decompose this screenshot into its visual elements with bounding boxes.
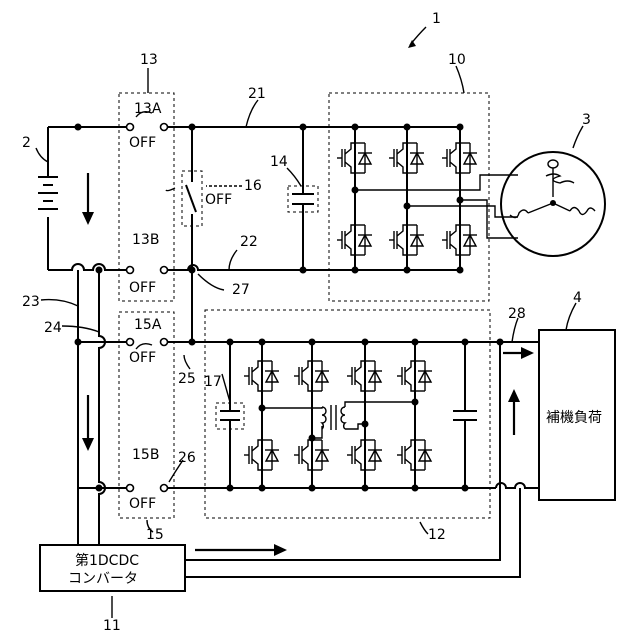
label-line27: 27 <box>232 282 250 298</box>
dcdc2-bridges <box>244 342 432 488</box>
label-cap17: 17 <box>204 374 222 390</box>
dcdc1-label-line2: コンバータ <box>68 571 138 587</box>
label-line25: 25 <box>178 371 196 387</box>
label-relay13: 13 <box>140 52 158 68</box>
label-system: 1 <box>432 11 441 27</box>
dcdc1-label-line1: 第1DCDC <box>75 552 139 569</box>
label-line26: 26 <box>178 450 196 466</box>
label-aux-load-ref: 4 <box>573 290 582 306</box>
relay-15b <box>127 485 168 492</box>
junction-dots <box>75 124 504 492</box>
label-line22: 22 <box>240 234 258 250</box>
switch-15b-state: OFF <box>129 496 156 512</box>
label-relay16: 16 <box>244 178 262 194</box>
switch-15a-name: 15A <box>134 317 162 333</box>
switch-15b-name: 15B <box>132 447 159 463</box>
switch-13a-state: OFF <box>129 135 156 151</box>
label-dcdc2: 12 <box>428 527 446 543</box>
label-battery: 2 <box>22 135 31 151</box>
switch-13b-state: OFF <box>129 280 156 296</box>
label-inverter: 10 <box>448 52 466 68</box>
label-cap14: 14 <box>270 154 288 170</box>
switch-13a-name: 13A <box>134 101 162 117</box>
relay-15a <box>127 339 168 346</box>
aux-load-label: 補機負荷 <box>546 410 602 426</box>
label-relay15: 15 <box>146 527 164 543</box>
switch-13b-name: 13B <box>132 232 159 248</box>
label-line21: 21 <box>248 86 266 102</box>
label-line28: 28 <box>508 306 526 322</box>
switch-16-state: OFF <box>205 192 232 208</box>
motor <box>501 152 605 256</box>
label-motor: 3 <box>582 112 591 128</box>
label-dcdc1-ref: 11 <box>103 618 121 634</box>
switch-15a-state: OFF <box>129 350 156 366</box>
label-line24: 24 <box>44 320 62 336</box>
relay-13a <box>127 124 168 131</box>
relay-13b <box>127 267 168 274</box>
inverter-bridge <box>337 127 518 270</box>
battery <box>38 127 58 270</box>
label-line23: 23 <box>22 294 40 310</box>
